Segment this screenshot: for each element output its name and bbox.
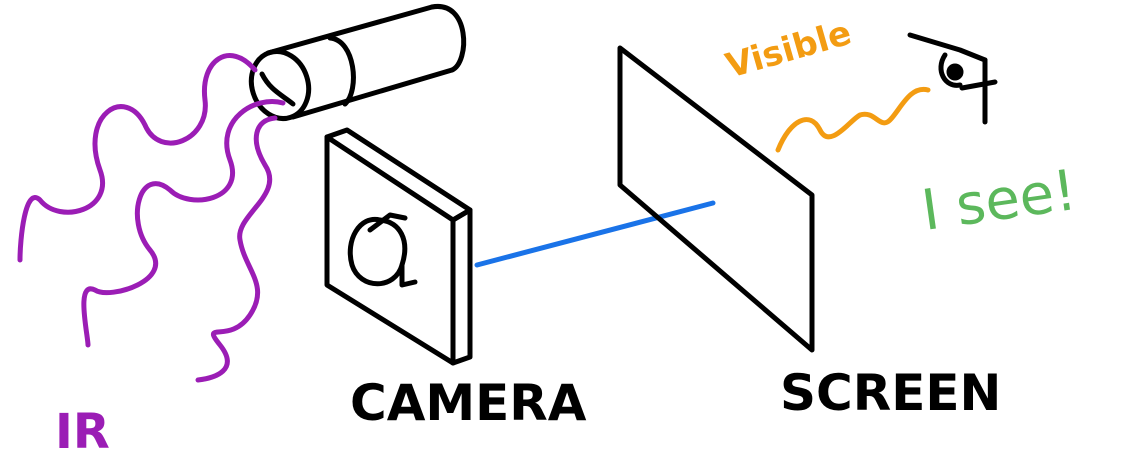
camera-icon [324, 127, 473, 366]
ir-waves [17, 53, 286, 383]
screen-label: SCREEN [780, 364, 1001, 422]
i-see-label: I see! [918, 158, 1080, 244]
eye-icon [907, 32, 998, 125]
screen-panel [617, 45, 815, 353]
visible-label: Visible [721, 13, 855, 87]
camera-label: CAMERA [350, 374, 587, 432]
visible-wave [775, 86, 931, 153]
signal-line [474, 200, 716, 268]
ir-emitter-icon [248, 4, 467, 121]
ir-label: IR [55, 404, 110, 453]
